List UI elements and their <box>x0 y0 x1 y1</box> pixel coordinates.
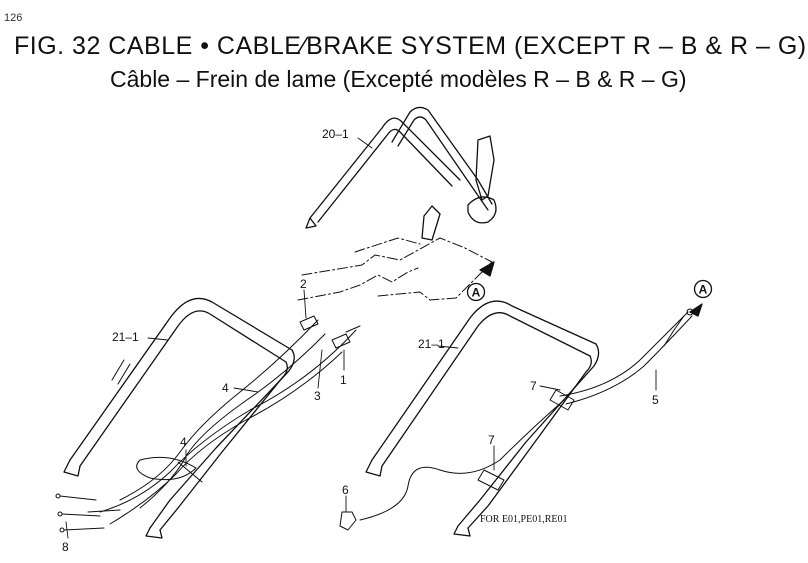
callout-6: 6 <box>342 483 349 497</box>
svg-text:A: A <box>699 283 708 297</box>
callout-1: 1 <box>340 373 347 387</box>
figure-subtitle-french: Câble – Frein de lame (Excepté modèles R… <box>110 66 687 92</box>
callout-leaders <box>65 137 657 539</box>
lower-handle-right-part-21-1 <box>365 300 600 537</box>
upper-handle-part-20-1 <box>305 106 497 241</box>
callout-21-1-right: 21–1 <box>418 337 445 351</box>
callout-4-lower: 4 <box>180 435 187 449</box>
callout-3: 3 <box>314 389 321 403</box>
callout-2: 2 <box>300 277 307 291</box>
callout-8: 8 <box>62 540 69 554</box>
model-applicability-note: FOR E01,PE01,RE01 <box>480 514 568 525</box>
arrow-to-connector-right <box>689 303 703 317</box>
page-number: 126 <box>4 12 23 24</box>
callout-5: 5 <box>652 393 659 407</box>
left-cables <box>55 315 361 533</box>
callout-20-1: 20–1 <box>322 127 349 141</box>
lower-handle-left-part-21-1 <box>63 297 295 539</box>
arrow-to-connector-upper <box>479 261 495 277</box>
callout-4-upper: 4 <box>222 381 229 395</box>
callout-21-1-left: 21–1 <box>112 330 139 344</box>
assembly-outline <box>297 237 493 301</box>
right-brake-cable <box>339 308 694 531</box>
svg-text:A: A <box>472 286 481 300</box>
callout-7-upper: 7 <box>530 379 537 393</box>
callout-7-lower: 7 <box>488 433 495 447</box>
connector-mark-upper: A <box>466 282 486 302</box>
connector-mark-right: A <box>693 279 713 299</box>
figure-title: FIG. 32 CABLE • CABLE∕BRAKE SYSTEM (EXCE… <box>14 32 807 60</box>
